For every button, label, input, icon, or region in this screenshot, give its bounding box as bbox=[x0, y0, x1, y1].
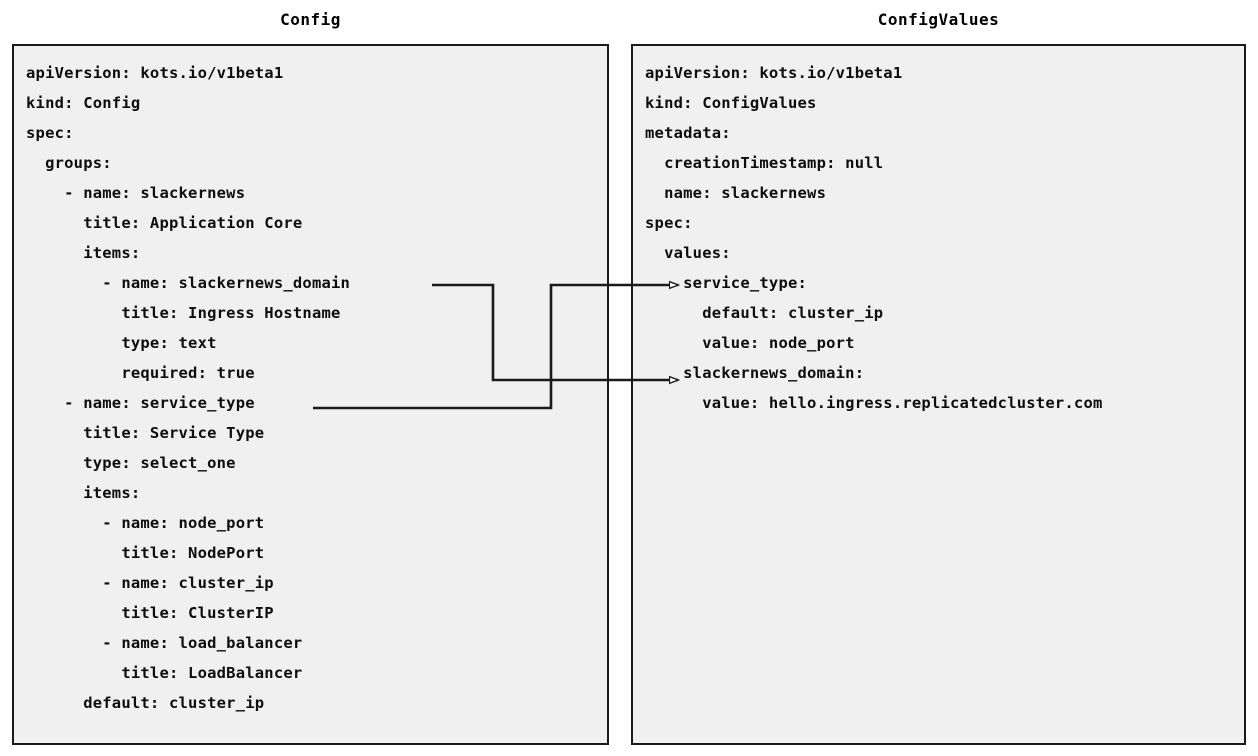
configvalues-yaml-line-20 bbox=[633, 658, 1103, 688]
configvalues-yaml-line-7: service_type: bbox=[645, 274, 808, 292]
config-yaml-line-8: title: Ingress Hostname bbox=[26, 304, 341, 322]
configvalues-yaml-line-10: slackernews_domain: bbox=[645, 364, 865, 382]
config-yaml-line-7: - name: slackernews_domain bbox=[26, 274, 351, 292]
config-yaml-line-10: required: true bbox=[26, 364, 255, 382]
configvalues-yaml-line-18 bbox=[633, 598, 1103, 628]
config-yaml-line-2: spec: bbox=[26, 124, 74, 142]
configvalues-yaml-line-19 bbox=[633, 628, 1103, 658]
page-title-configvalues: ConfigValues bbox=[877, 10, 1000, 29]
config-yaml-line-1: kind: Config bbox=[26, 94, 141, 112]
config-yaml-line-15: - name: node_port bbox=[26, 514, 265, 532]
config-yaml-line-20: title: LoadBalancer bbox=[26, 664, 303, 682]
configvalues-yaml-line-13 bbox=[633, 448, 1103, 478]
config-yaml-line-13: type: select_one bbox=[26, 454, 236, 472]
configvalues-yaml-line-0: apiVersion: kots.io/v1beta1 bbox=[645, 64, 903, 82]
configvalues-yaml-line-6: values: bbox=[645, 244, 731, 262]
config-yaml-line-18: title: ClusterIP bbox=[26, 604, 274, 622]
configvalues-yaml-line-4: name: slackernews bbox=[645, 184, 827, 202]
page-title-config: Config bbox=[280, 10, 341, 29]
configvalues-yaml-line-12 bbox=[633, 418, 1103, 448]
config-yaml-text: apiVersion: kots.io/v1beta1 kind: Config s… bbox=[14, 46, 350, 718]
configvalues-yaml-line-16 bbox=[633, 538, 1103, 568]
config-yaml-line-16: title: NodePort bbox=[26, 544, 265, 562]
config-yaml-panel: apiVersion: kots.io/v1beta1 kind: Config s… bbox=[12, 44, 609, 745]
configvalues-yaml-line-14 bbox=[633, 478, 1103, 508]
config-yaml-line-3: groups: bbox=[26, 154, 112, 172]
config-yaml-line-21: default: cluster_ip bbox=[26, 694, 265, 712]
config-yaml-line-17: - name: cluster_ip bbox=[26, 574, 274, 592]
configvalues-yaml-text: apiVersion: kots.io/v1beta1 kind: ConfigV… bbox=[633, 46, 1103, 688]
configvalues-yaml-line-5: spec: bbox=[645, 214, 693, 232]
configvalues-yaml-line-2: metadata: bbox=[645, 124, 731, 142]
configvalues-yaml-line-11: value: hello.ingress.replicatedcluster.c… bbox=[645, 394, 1103, 412]
config-yaml-line-11: - name: service_type bbox=[26, 394, 255, 412]
configvalues-yaml-panel: apiVersion: kots.io/v1beta1 kind: ConfigV… bbox=[631, 44, 1246, 745]
config-yaml-line-19: - name: load_balancer bbox=[26, 634, 303, 652]
configvalues-yaml-line-9: value: node_port bbox=[645, 334, 855, 352]
config-yaml-line-14: items: bbox=[26, 484, 141, 502]
config-yaml-line-12: title: Service Type bbox=[26, 424, 265, 442]
config-yaml-line-9: type: text bbox=[26, 334, 217, 352]
config-yaml-line-0: apiVersion: kots.io/v1beta1 bbox=[26, 64, 284, 82]
configvalues-yaml-line-17 bbox=[633, 568, 1103, 598]
configvalues-yaml-line-3: creationTimestamp: null bbox=[645, 154, 884, 172]
configvalues-yaml-line-15 bbox=[633, 508, 1103, 538]
configvalues-yaml-line-1: kind: ConfigValues bbox=[645, 94, 817, 112]
configvalues-yaml-line-8: default: cluster_ip bbox=[645, 304, 884, 322]
config-yaml-line-5: title: Application Core bbox=[26, 214, 303, 232]
config-yaml-line-6: items: bbox=[26, 244, 141, 262]
config-yaml-line-4: - name: slackernews bbox=[26, 184, 246, 202]
